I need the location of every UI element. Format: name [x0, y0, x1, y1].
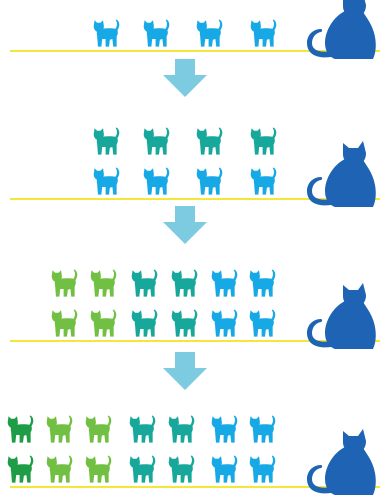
- kitten-icon: [129, 415, 156, 443]
- kitten-icon: [143, 167, 170, 195]
- kitten-icon: [46, 455, 73, 483]
- kitten-icon: [143, 127, 170, 155]
- kitten-icon: [143, 19, 170, 47]
- kitten-icon: [250, 19, 277, 47]
- kitten-icon: [51, 269, 78, 297]
- kitten-icon: [211, 415, 238, 443]
- kitten-icon: [196, 127, 223, 155]
- kitten-icon: [129, 455, 156, 483]
- kitten-icon: [85, 455, 112, 483]
- kitten-icon: [93, 127, 120, 155]
- down-arrow-icon: [163, 59, 207, 97]
- kitten-icon: [196, 19, 223, 47]
- kitten-icon: [93, 19, 120, 47]
- kitten-icon: [196, 167, 223, 195]
- kitten-icon: [168, 455, 195, 483]
- kitten-icon: [51, 309, 78, 337]
- kitten-icon: [249, 415, 276, 443]
- adult-cat-icon: [307, 429, 376, 495]
- kitten-icon: [93, 167, 120, 195]
- kitten-icon: [250, 127, 277, 155]
- kitten-icon: [249, 269, 276, 297]
- kitten-icon: [90, 309, 117, 337]
- kitten-icon: [211, 455, 238, 483]
- baseline-line: [10, 50, 380, 52]
- kitten-icon: [211, 309, 238, 337]
- kitten-icon: [249, 455, 276, 483]
- down-arrow-icon: [163, 352, 207, 390]
- down-arrow-icon: [163, 206, 207, 244]
- adult-cat-icon: [307, 283, 376, 349]
- adult-cat-icon: [307, 141, 376, 207]
- baseline-line: [10, 486, 380, 488]
- kitten-icon: [131, 309, 158, 337]
- kitten-icon: [171, 269, 198, 297]
- kitten-icon: [171, 309, 198, 337]
- kitten-icon: [168, 415, 195, 443]
- kitten-icon: [250, 167, 277, 195]
- baseline-line: [10, 198, 380, 200]
- kitten-icon: [46, 415, 73, 443]
- baseline-layer: [10, 50, 380, 488]
- kitten-icon: [7, 415, 34, 443]
- kitten-icon: [249, 309, 276, 337]
- kitten-icon: [90, 269, 117, 297]
- kitten-icon: [85, 415, 112, 443]
- kitten-icon: [7, 455, 34, 483]
- kitten-icon: [131, 269, 158, 297]
- baseline-line: [10, 340, 380, 342]
- kitten-icon: [211, 269, 238, 297]
